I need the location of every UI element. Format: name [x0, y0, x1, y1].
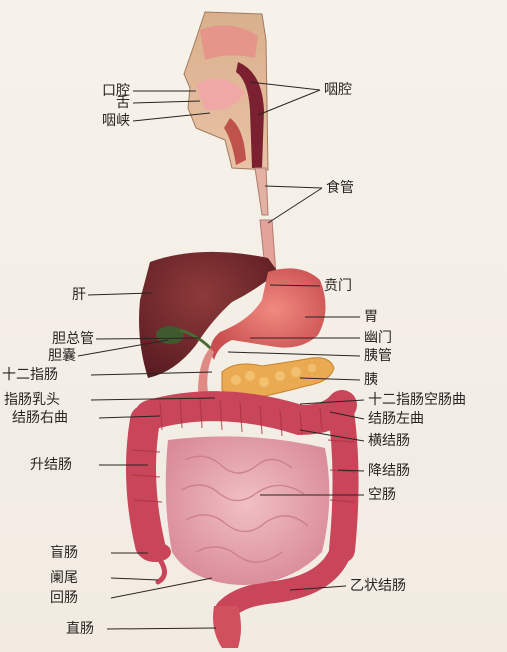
label-stomach: 胃	[364, 309, 378, 325]
label-liver: 肝	[20, 287, 86, 303]
label-right-colic-flexure: 结肠右曲	[12, 410, 68, 426]
label-rectum: 直肠	[66, 621, 94, 637]
head-section	[184, 12, 268, 170]
label-pancreatic-duct: 胰管	[364, 348, 392, 364]
appendix-shape	[158, 560, 165, 582]
label-duodenojejunal-flexure: 十二指肠空肠曲	[368, 392, 466, 408]
label-common-bile-duct: 胆总管	[0, 331, 94, 347]
label-jejunum: 空肠	[368, 487, 396, 503]
label-fauces: 咽峡	[60, 113, 130, 129]
label-sigmoid-colon: 乙状结肠	[350, 578, 406, 594]
label-appendix: 阑尾	[50, 570, 78, 586]
label-pharynx: 咽腔	[324, 82, 352, 98]
label-pylorus: 幽门	[364, 330, 392, 346]
label-duodenal-papilla: 指肠乳头	[4, 392, 60, 408]
label-cardia: 贲门	[324, 278, 352, 294]
label-tongue: 舌	[60, 95, 130, 111]
label-cecum: 盲肠	[50, 545, 78, 561]
label-ileum: 回肠	[50, 590, 78, 606]
label-gallbladder: 胆囊	[0, 348, 76, 364]
small-intestine-shape	[166, 436, 330, 585]
esophagus-upper	[255, 168, 268, 215]
cecum-shape	[139, 542, 171, 562]
label-left-colic-flexure: 结肠左曲	[368, 411, 424, 427]
rectum-shape	[213, 606, 241, 648]
label-duodenum: 十二指肠	[2, 367, 58, 383]
label-descending-colon: 降结肠	[368, 463, 410, 479]
label-transverse-colon: 横结肠	[368, 433, 410, 449]
label-ascending-colon: 升结肠	[30, 457, 72, 473]
label-pancreas: 胰	[364, 372, 378, 388]
label-esophagus: 食管	[326, 180, 354, 196]
